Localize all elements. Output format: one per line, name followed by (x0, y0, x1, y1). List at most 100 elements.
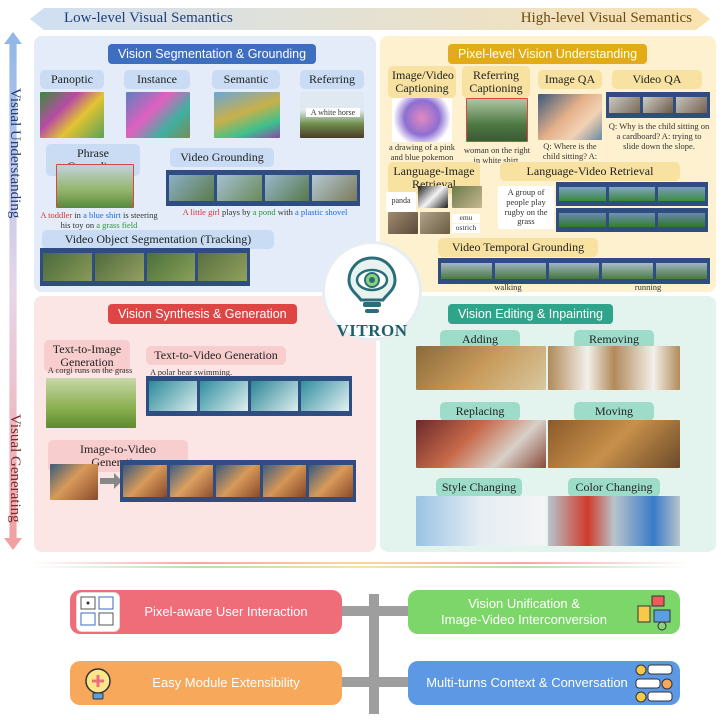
tag-text-to-video: Text-to-Video Generation (146, 346, 286, 366)
phrase-b: in (72, 210, 84, 220)
axis-high-level-label: High-level Visual Semantics (520, 10, 692, 26)
feature-module-extensibility: Easy Module Extensibility (70, 661, 342, 705)
vg-frame (264, 175, 310, 201)
lightbulb-puzzle-icon (78, 664, 118, 704)
top-axis-arrow (30, 8, 710, 30)
feature-vision-unification: Vision Unification &Image-Video Intercon… (408, 590, 680, 634)
retrieval-ostrich-label: ostrich (452, 223, 480, 233)
corgi-image (46, 378, 136, 428)
owl-image (388, 212, 418, 234)
t2v-caption: A polar bear swimming. (150, 367, 233, 377)
tag-instance: Instance (124, 70, 190, 90)
axis-visual-understanding-label: Visual Understanding (7, 88, 23, 219)
segmentation-title: Vision Segmentation & Grounding (108, 44, 317, 64)
i2v-frame (262, 465, 307, 497)
source-portrait-image (50, 464, 98, 500)
image-qa-image (538, 94, 602, 140)
editing-title: Vision Editing & Inpainting (448, 304, 614, 324)
vg-d: with (275, 207, 295, 217)
removing-image (548, 346, 680, 390)
vqa-frame (676, 97, 708, 113)
instance-image (126, 92, 190, 138)
separator-line-1 (30, 562, 690, 564)
feature-multiturn-conversation: Multi-turns Context & Conversation (408, 661, 680, 705)
rugby-frame (608, 187, 656, 201)
running-label: running (634, 282, 662, 292)
vg-e: a plastic shovel (295, 207, 348, 217)
vos-frame (146, 253, 196, 281)
vos-frame (43, 253, 92, 281)
tag-adding: Adding (440, 330, 520, 350)
axis-low-level-label: Low-level Visual Semantics (64, 10, 233, 26)
vos-filmstrip (40, 248, 250, 286)
phrase-e: a grass field (96, 219, 138, 230)
rugby-frame (658, 213, 706, 227)
semantic-image (214, 92, 280, 138)
referring-captioning-caption: woman on the right in white shirt. (463, 145, 531, 165)
video-qa-caption: Q: Why is the child sitting on a cardboa… (608, 121, 710, 151)
bear-frame (149, 381, 197, 411)
tag-image-qa: Image QA (538, 70, 602, 90)
unification-icon (634, 592, 674, 632)
connector-h2 (378, 606, 410, 616)
feature-vision-unification-label: Vision Unification &Image-Video Intercon… (441, 596, 607, 629)
arrow-shaft (100, 478, 116, 484)
video-grounding-caption: A little girl plays by a pond with a pla… (170, 207, 360, 218)
video-qa-filmstrip (606, 92, 710, 118)
separator-line-2 (30, 566, 690, 568)
polar-bear-filmstrip (146, 376, 352, 416)
referring-caption: A white horse (306, 108, 360, 118)
retrieval-panda-label: panda (391, 196, 411, 205)
rugby-frame (559, 213, 606, 227)
unification-line-1: Vision Unification & (468, 595, 580, 611)
unification-line-2: Image-Video Interconversion (441, 612, 607, 627)
adding-image (416, 346, 546, 390)
vg-b: plays by (219, 207, 253, 217)
captioning-image (392, 98, 452, 142)
retrieval-panda-box (386, 192, 416, 212)
i2v-filmstrip (120, 460, 356, 502)
tag-semantic: Semantic (212, 70, 280, 90)
i2v-frame (123, 465, 167, 497)
i2v-frame (309, 465, 353, 497)
emu-image (420, 212, 450, 234)
ostrich-image (452, 186, 482, 208)
t2i-caption: A corgi runs on the grass (47, 365, 133, 375)
rugby-frame (658, 187, 706, 201)
temporal-frame (441, 263, 492, 279)
vqa-frame (642, 97, 674, 113)
bear-frame (199, 381, 248, 411)
replacing-image (416, 420, 546, 468)
tag-language-video-retrieval: Language-Video Retrieval (500, 162, 680, 182)
synthesis-title: Vision Synthesis & Generation (108, 304, 297, 324)
temporal-filmstrip (438, 258, 710, 284)
vg-frame (169, 175, 214, 201)
vos-frame (94, 253, 144, 281)
vg-c: a pond (252, 207, 276, 217)
style-changing-image (416, 496, 546, 546)
walking-label: walking (494, 282, 522, 292)
moving-image (548, 420, 680, 468)
panoptic-image (40, 92, 104, 138)
vg-frame (216, 175, 262, 201)
color-changing-image (548, 496, 680, 546)
temporal-frame (602, 263, 654, 279)
vg-frame (312, 175, 357, 201)
video-grounding-filmstrip (166, 170, 360, 206)
connector-h1 (340, 606, 370, 616)
tag-referring-captioning: Referring Captioning (462, 66, 530, 99)
tag-style-changing: Style Changing (436, 478, 522, 498)
arrow-icon (114, 473, 122, 489)
temporal-frame (656, 263, 707, 279)
axis-visual-generating-label: Visual Generating (7, 414, 23, 523)
referring-captioning-image (466, 98, 528, 142)
temporal-frame (494, 263, 546, 279)
phrase-grounding-caption: A toddler in a blue shirt is steering hi… (36, 210, 162, 231)
rugby-frame (559, 187, 606, 201)
tag-video-qa: Video QA (612, 70, 702, 90)
conversation-icon (632, 660, 676, 704)
tag-moving: Moving (574, 402, 654, 422)
vos-frame (198, 253, 247, 281)
phrase-grounding-image (56, 164, 134, 208)
lightbulb-eye-icon (347, 256, 397, 313)
